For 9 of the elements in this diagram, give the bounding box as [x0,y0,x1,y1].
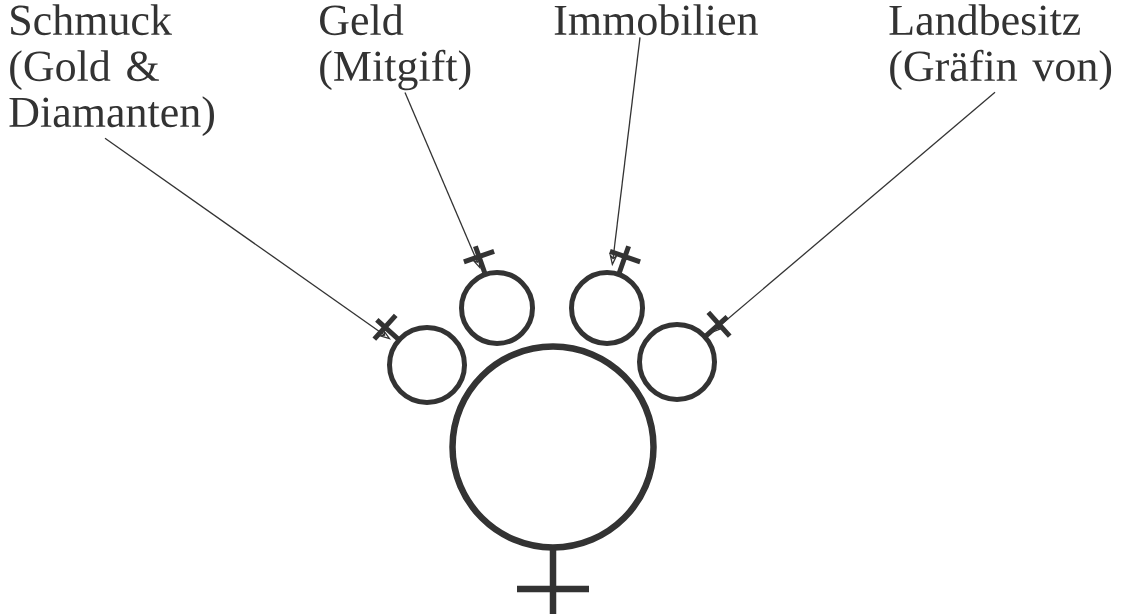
label-text: Immobilien [554,4,758,36]
label-text: Landbesitz (Gräfin von) [889,4,1112,91]
venus-symbol [569,243,645,346]
venus-symbol [449,343,657,614]
venus-symbol [459,243,535,346]
venus-symbol [371,312,467,405]
venus-symbol [637,309,733,402]
label-text: Geld (Mitgift) [320,4,471,91]
label-text: Schmuck (Gold & Diamanten) [9,4,214,137]
